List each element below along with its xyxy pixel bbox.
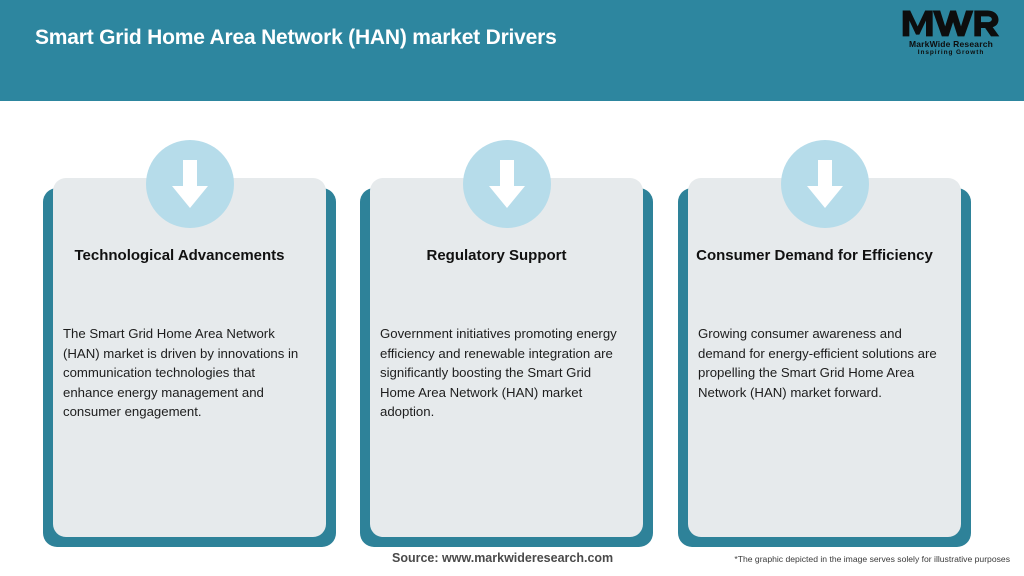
arrow-down-icon <box>145 140 234 228</box>
arrow-down-glyph <box>488 160 525 208</box>
source-label: Source: www.markwideresearch.com <box>392 551 614 565</box>
card-title: Technological Advancements <box>74 247 285 264</box>
card-body-text: Growing consumer awareness and demand fo… <box>698 326 937 400</box>
driver-card-2: Regulatory Support Government initiative… <box>360 101 653 547</box>
card-body-text: Government initiatives promoting energy … <box>380 326 617 419</box>
page-header: Smart Grid Home Area Network (HAN) marke… <box>0 0 1024 101</box>
card-panel <box>53 178 326 537</box>
page-title: Smart Grid Home Area Network (HAN) marke… <box>35 26 557 49</box>
card-panel <box>688 178 961 537</box>
driver-card-3: Consumer Demand for Efficiency Growing c… <box>678 101 971 547</box>
card-title: Regulatory Support <box>426 247 567 264</box>
card-title: Consumer Demand for Efficiency <box>696 247 933 264</box>
card-body-text: The Smart Grid Home Area Network (HAN) m… <box>63 326 299 419</box>
disclaimer-note: *The graphic depicted in the image serve… <box>734 554 1010 564</box>
driver-card-1: Technological Advancements The Smart Gri… <box>43 101 336 547</box>
page-footer: Source: www.markwideresearch.com *The gr… <box>0 548 1024 576</box>
drivers-card-row: Technological Advancements The Smart Gri… <box>0 101 1024 547</box>
arrow-down-glyph <box>806 160 843 208</box>
arrow-down-icon <box>462 140 551 228</box>
card-panel <box>370 178 643 537</box>
arrow-down-icon <box>780 140 869 228</box>
logo-tagline: Inspiring Growth <box>917 49 985 56</box>
arrow-down-glyph <box>171 160 208 208</box>
logo-company-name: MarkWide Research <box>908 39 994 49</box>
mwr-logo-icon <box>902 10 1000 37</box>
brand-logo: MarkWide Research Inspiring Growth <box>900 8 1002 60</box>
